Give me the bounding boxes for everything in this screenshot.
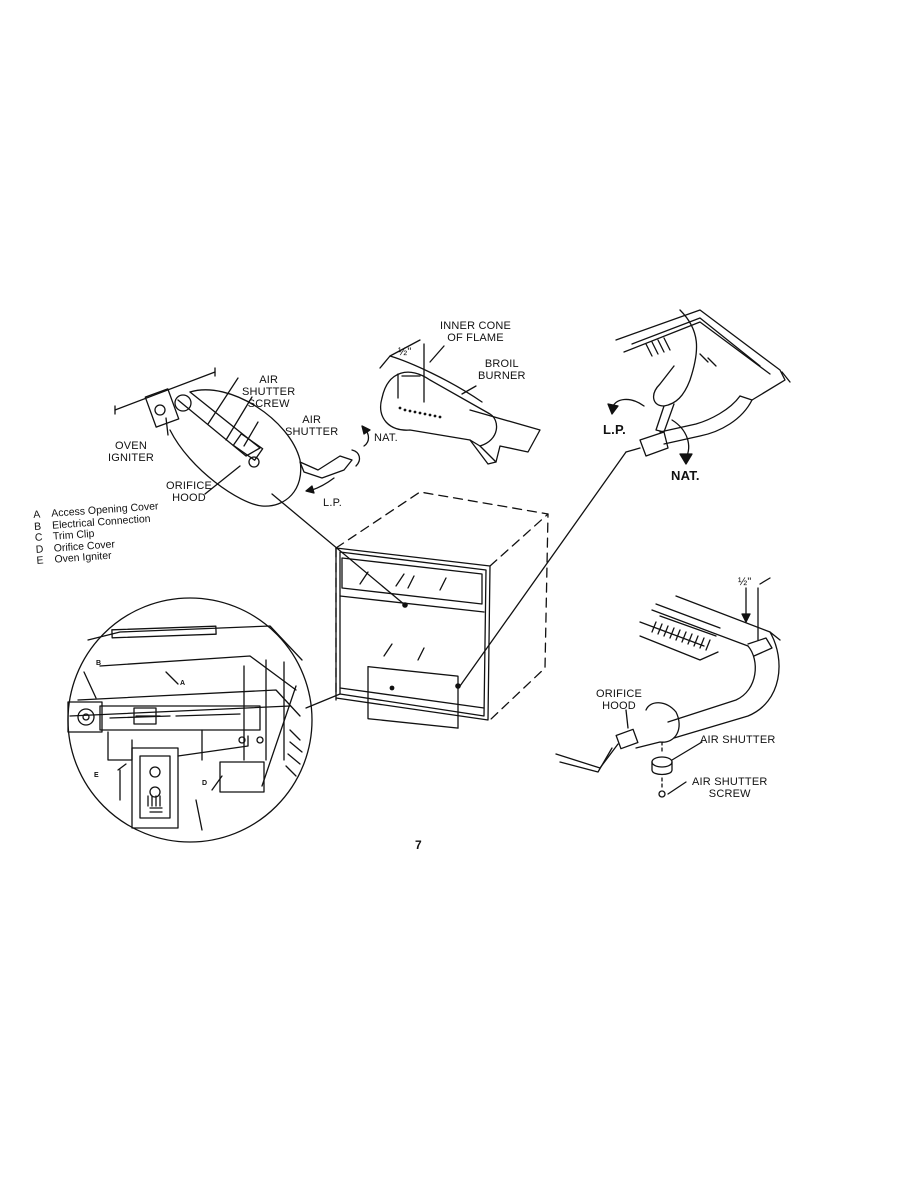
broil-burner-label: BROIL BURNER xyxy=(478,358,526,382)
air-shutter-label-right: AIR SHUTTER xyxy=(700,734,776,746)
cabinet-dashed-outline xyxy=(335,491,549,721)
flame-ports xyxy=(398,406,442,419)
half-inch-label-right: ½" xyxy=(738,576,752,588)
air-shutter-screw-label-left: AIR SHUTTER SCREW xyxy=(242,374,296,410)
page-number: 7 xyxy=(415,838,422,852)
callout-b: B xyxy=(96,660,102,667)
broil-burner-illustration xyxy=(379,339,541,465)
top-right-burner-hatching xyxy=(645,337,717,367)
callout-a: A xyxy=(180,680,186,687)
magnifier-vent-hatching xyxy=(147,729,303,807)
nat-label-bold: NAT. xyxy=(671,468,700,483)
callout-d: D xyxy=(202,780,208,787)
half-inch-label-top: ½" xyxy=(398,346,412,358)
oven-outline xyxy=(335,547,491,729)
air-shutter-screw-label-right: AIR SHUTTER SCREW xyxy=(692,776,768,800)
burner-assembly-illustration xyxy=(555,577,781,798)
orifice-hood-label-left: ORIFICE HOOD xyxy=(166,480,213,504)
callout-e: E xyxy=(94,772,99,779)
inner-cone-label: INNER CONE OF FLAME xyxy=(440,320,512,344)
orifice-hood-label-right: ORIFICE HOOD xyxy=(596,688,643,712)
nat-label-small: NAT. xyxy=(374,432,398,444)
air-shutter-label-left: AIR SHUTTER xyxy=(285,414,339,438)
lp-label-bold: L.P. xyxy=(603,422,626,437)
lp-label-small: L.P. xyxy=(323,497,342,509)
orifice-adjust-illustration xyxy=(459,309,791,687)
burner-port-hatching xyxy=(651,621,711,651)
igniter-detail-illustration xyxy=(114,367,406,606)
glass-reflections xyxy=(359,571,447,661)
access-opening-magnifier xyxy=(67,597,341,843)
oven-igniter-label: OVEN IGNITER xyxy=(108,440,155,464)
